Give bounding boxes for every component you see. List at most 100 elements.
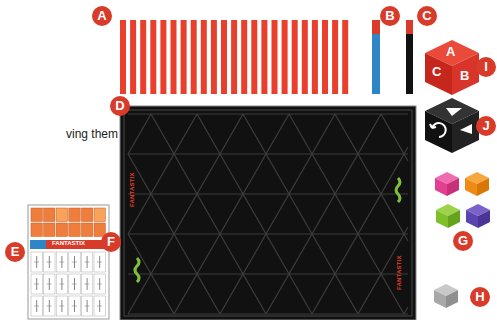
grid-line bbox=[404, 147, 408, 154]
grid-line bbox=[151, 274, 174, 314]
red-stick bbox=[261, 20, 267, 94]
card-sketch bbox=[84, 306, 89, 307]
grid-line bbox=[174, 194, 197, 234]
cube-left bbox=[435, 178, 447, 196]
orange-tile bbox=[81, 223, 92, 237]
orange-tile bbox=[69, 208, 80, 222]
callout-letter: I bbox=[476, 57, 496, 77]
callout-letter: H bbox=[470, 287, 490, 307]
punch-sheet bbox=[28, 205, 109, 319]
die-letter: A bbox=[446, 44, 455, 59]
grid-line bbox=[266, 274, 289, 314]
red-stick bbox=[130, 20, 136, 94]
card-sketch bbox=[84, 262, 89, 263]
card-tile bbox=[81, 274, 92, 294]
grid-line bbox=[289, 234, 312, 274]
card-sketch bbox=[97, 306, 102, 307]
card-sketch bbox=[59, 284, 64, 285]
red-stick bbox=[201, 20, 207, 94]
stick-tip bbox=[372, 20, 380, 34]
cube-left bbox=[436, 210, 448, 228]
sheet-band bbox=[30, 240, 107, 249]
callout-letter: J bbox=[476, 116, 496, 136]
die-left bbox=[425, 111, 452, 153]
grid-line bbox=[266, 154, 289, 194]
grid-line bbox=[174, 234, 197, 274]
grid-line bbox=[128, 193, 408, 194]
grid-line bbox=[151, 114, 174, 154]
orange-tile bbox=[56, 208, 67, 222]
card-sketch bbox=[34, 262, 39, 263]
grid-line bbox=[358, 114, 381, 154]
grid-line bbox=[243, 274, 266, 314]
grid-line bbox=[243, 154, 266, 194]
grid-line bbox=[174, 154, 197, 194]
card-sketch bbox=[34, 284, 39, 285]
orange-tile bbox=[81, 208, 92, 222]
grid-line bbox=[243, 114, 266, 154]
cube-right bbox=[448, 210, 460, 228]
card-tile bbox=[31, 296, 42, 316]
grid-line bbox=[128, 273, 408, 274]
grid-line bbox=[335, 154, 358, 194]
green-squiggle bbox=[396, 178, 400, 202]
grid-line bbox=[243, 234, 266, 274]
card-sketch bbox=[47, 262, 52, 263]
red-stick bbox=[140, 20, 146, 94]
red-stick bbox=[150, 20, 156, 94]
grid-line bbox=[174, 114, 197, 154]
grid-line bbox=[266, 234, 289, 274]
orange-tile bbox=[44, 208, 55, 222]
red-stick bbox=[181, 20, 187, 94]
card-tile bbox=[44, 252, 55, 272]
stick-tip bbox=[406, 20, 413, 34]
red-stick bbox=[282, 20, 288, 94]
cube-left bbox=[465, 178, 477, 196]
card-sketch bbox=[72, 284, 77, 285]
grid-line bbox=[197, 274, 220, 314]
red-stick bbox=[251, 20, 257, 94]
callout-letter: C bbox=[417, 6, 437, 26]
grid-line bbox=[312, 154, 335, 194]
cube-right bbox=[446, 290, 458, 308]
callout-letter: E bbox=[5, 242, 25, 262]
grid-line bbox=[128, 113, 408, 114]
card-sketch bbox=[59, 306, 64, 307]
grid-line bbox=[220, 154, 243, 194]
callout-letter: A bbox=[92, 6, 112, 26]
sheet-band-blue bbox=[30, 240, 46, 249]
card-tile bbox=[56, 274, 67, 294]
card-tile bbox=[81, 252, 92, 272]
orange-tile bbox=[56, 223, 67, 237]
small-cubes bbox=[434, 172, 490, 308]
red-stick bbox=[332, 20, 338, 94]
orange-tile bbox=[31, 223, 42, 237]
grid-line bbox=[266, 114, 289, 154]
grid-line bbox=[312, 234, 335, 274]
die-symbol bbox=[430, 123, 446, 137]
card-sketch bbox=[34, 306, 39, 307]
cut-off-text: ving them bbox=[66, 127, 118, 141]
cube-right bbox=[478, 210, 490, 228]
card-sketch bbox=[72, 262, 77, 263]
die-symbol bbox=[460, 124, 472, 134]
red-stick bbox=[120, 20, 126, 94]
grid-line bbox=[312, 194, 335, 234]
die-left bbox=[425, 53, 452, 95]
grid-line bbox=[358, 154, 381, 194]
red-stick bbox=[292, 20, 298, 94]
sheet-logo: FANTASTIX bbox=[52, 240, 85, 246]
cube-right bbox=[477, 178, 489, 196]
grid-line bbox=[197, 154, 220, 194]
board-logo: FANTASTIX bbox=[129, 172, 135, 207]
red-stick bbox=[272, 20, 278, 94]
cube-left bbox=[434, 290, 446, 308]
callout-letter: D bbox=[110, 96, 130, 116]
grid-line bbox=[335, 274, 358, 314]
grid-line bbox=[197, 114, 220, 154]
card-tile bbox=[31, 274, 42, 294]
card-tile bbox=[44, 296, 55, 316]
die-letter: C bbox=[432, 64, 441, 79]
die-symbol bbox=[446, 108, 462, 116]
red-stick bbox=[302, 20, 308, 94]
